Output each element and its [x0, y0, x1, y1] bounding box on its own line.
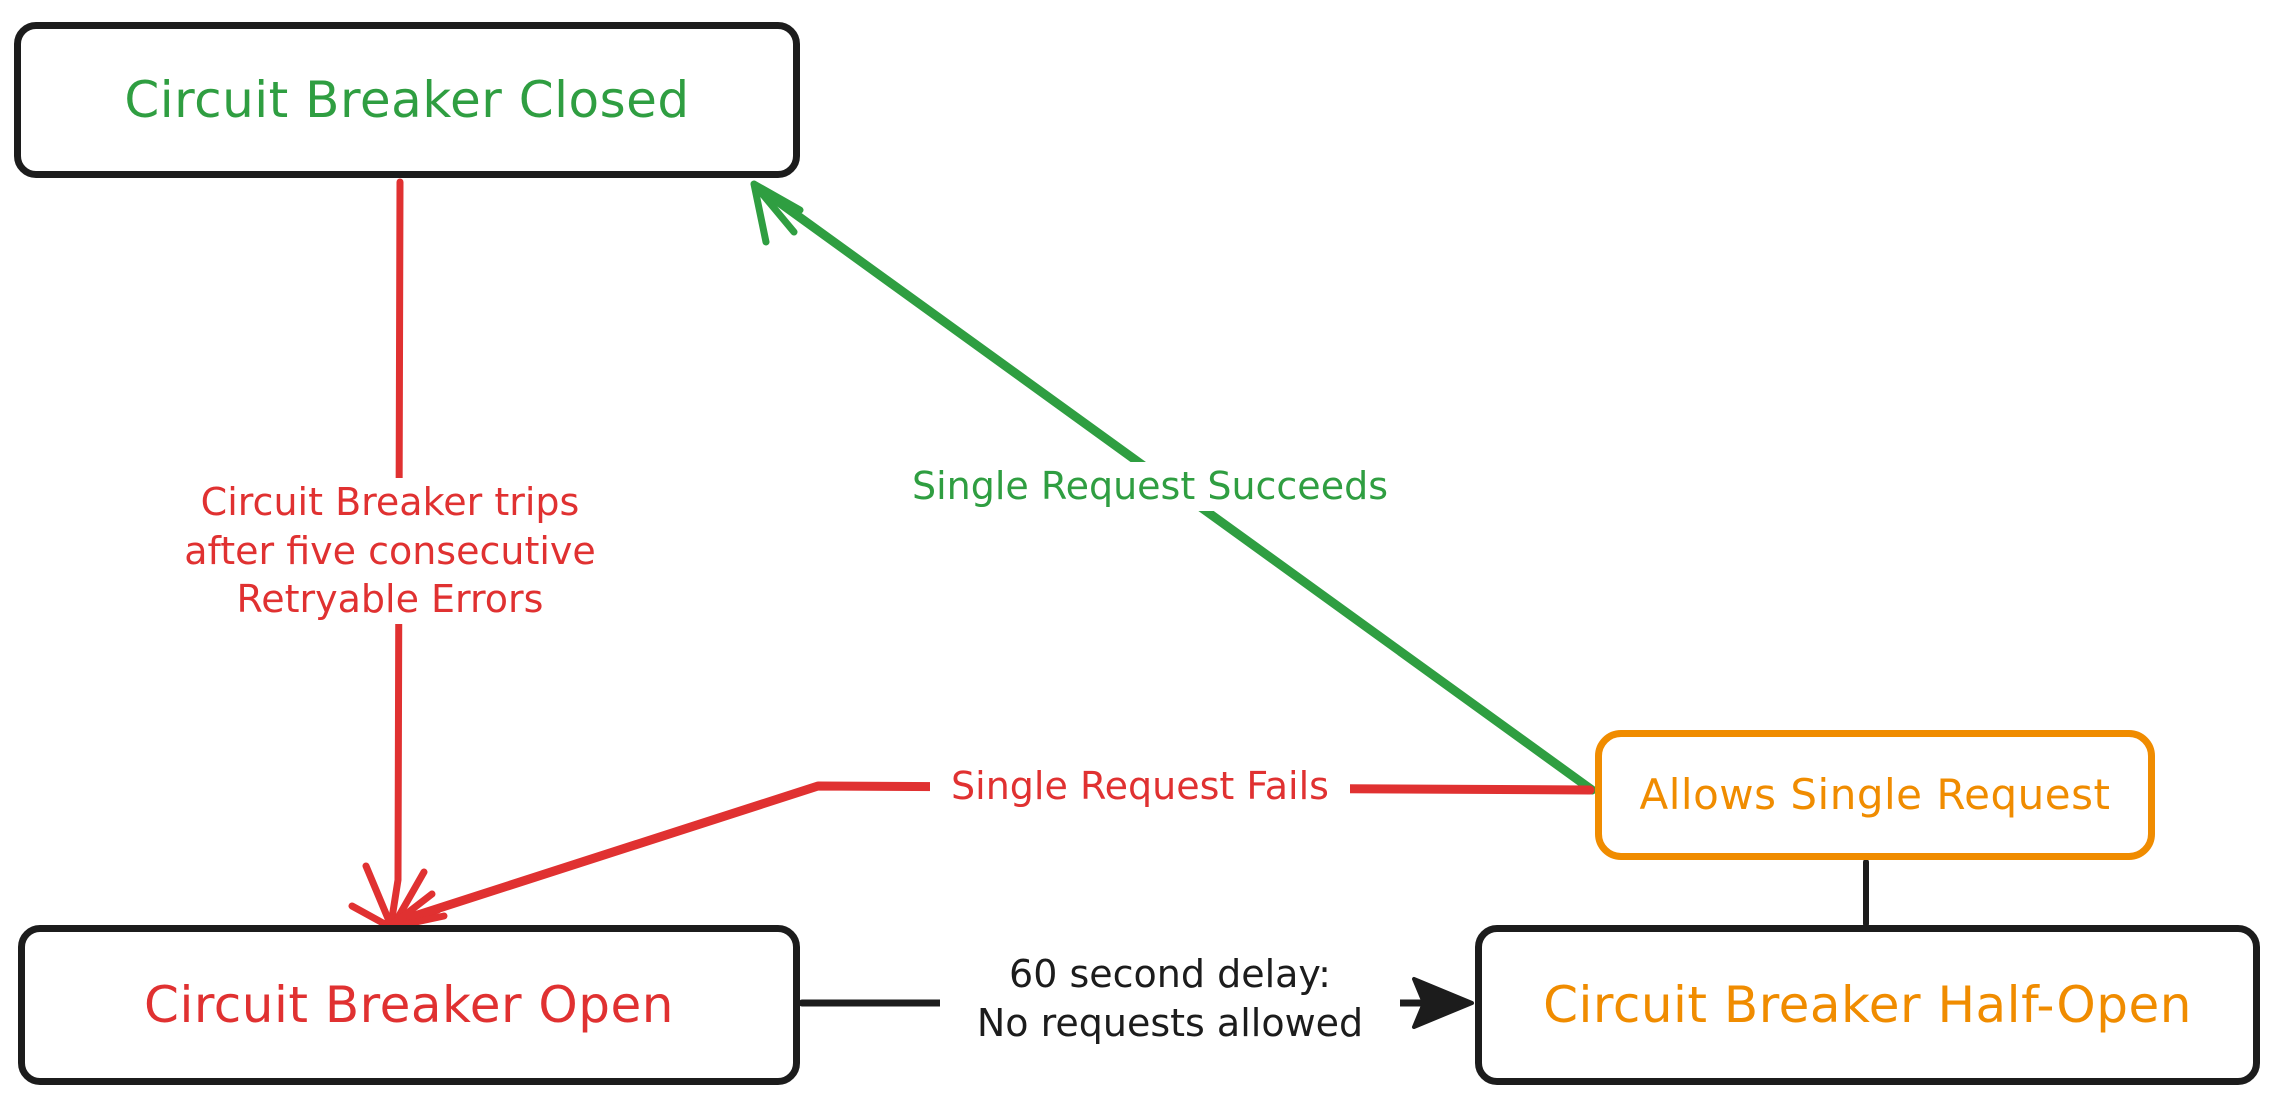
node-allows-single-request[interactable]: Allows Single Request: [1595, 730, 2155, 860]
edge-label-single-request-fails: Single Request Fails: [930, 762, 1350, 811]
node-label-closed: Circuit Breaker Closed: [124, 70, 690, 129]
edge-label-circuit-breaker-trips: Circuit Breaker trips after five consecu…: [140, 478, 640, 624]
node-circuit-breaker-half-open[interactable]: Circuit Breaker Half-Open: [1475, 925, 2260, 1085]
edge-label-60-second-delay: 60 second delay: No requests allowed: [940, 950, 1400, 1048]
edge-label-single-request-succeeds: Single Request Succeeds: [900, 462, 1400, 511]
node-circuit-breaker-open[interactable]: Circuit Breaker Open: [18, 925, 800, 1085]
node-label-allows: Allows Single Request: [1639, 769, 2111, 819]
node-label-half-open: Circuit Breaker Half-Open: [1543, 975, 2192, 1034]
node-label-open: Circuit Breaker Open: [144, 975, 674, 1034]
node-circuit-breaker-closed[interactable]: Circuit Breaker Closed: [14, 22, 800, 178]
